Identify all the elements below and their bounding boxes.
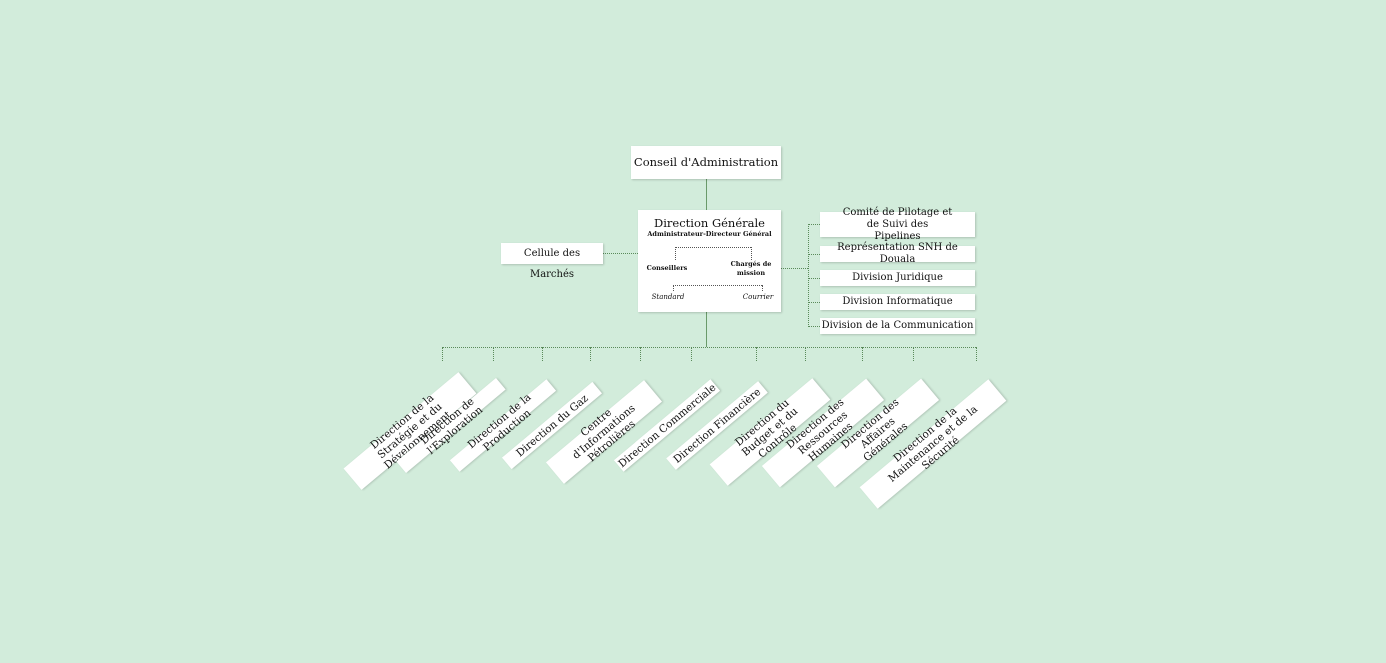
connector-division-3 (808, 278, 820, 279)
dg-inner-line-mid (673, 285, 762, 286)
cellule-des-marches-box[interactable]: Cellule des Marchés (501, 243, 603, 280)
division-box-2[interactable]: Représentation SNH de Douala (820, 242, 975, 265)
dg-inner-line-mid-left (673, 285, 674, 291)
connector-direction-drop (976, 347, 977, 361)
connector-directions-bar (442, 347, 976, 348)
dg-inner-line-right (751, 247, 752, 260)
connector-conseil-dg (706, 179, 707, 210)
conseil-box[interactable]: Conseil d'Administration (631, 146, 781, 179)
connector-division-2 (808, 254, 820, 255)
connector-direction-drop (590, 347, 591, 361)
conseil-label: Conseil d'Administration (633, 155, 779, 169)
connector-direction-drop (691, 347, 692, 361)
dg-title: Direction Générale (654, 216, 765, 230)
division-label: Représentation SNH de Douala (837, 242, 958, 265)
connector-direction-drop (493, 347, 494, 361)
division-box-3[interactable]: Division Juridique (820, 270, 975, 286)
dg-standard: Standard (651, 293, 685, 301)
dg-charges-de-mission: Chargés de mission (730, 260, 772, 277)
division-box-1[interactable]: Comité de Pilotage et de Suivi des Pipel… (820, 207, 975, 242)
connector-direction-drop (542, 347, 543, 361)
dg-subtitle: Administrateur-Directeur Général (647, 230, 772, 238)
connector-division-1 (808, 224, 820, 225)
direction-generale-box[interactable]: Direction Générale Administrateur-Direct… (638, 210, 781, 312)
connector-direction-drop (805, 347, 806, 361)
dg-inner-line-mid-right (762, 285, 763, 291)
connector-direction-drop (640, 347, 641, 361)
connector-direction-drop (756, 347, 757, 361)
division-label: Division Juridique (852, 272, 943, 283)
cellule-label: Cellule des Marchés (523, 248, 581, 280)
division-box-4[interactable]: Division Informatique (820, 294, 975, 310)
dg-conseillers: Conseillers (646, 264, 688, 272)
dg-inner-line-left (675, 247, 676, 260)
connector-direction-drop (442, 347, 443, 361)
connector-divisions-trunk (808, 224, 809, 327)
connector-dg-divisions (781, 268, 808, 269)
connector-direction-drop (862, 347, 863, 361)
dg-courrier: Courrier (742, 293, 774, 301)
dg-inner-line-top (675, 247, 751, 248)
connector-dg-directions (706, 312, 707, 347)
division-label: Division Informatique (842, 296, 953, 307)
connector-direction-drop (913, 347, 914, 361)
direction-box-cip[interactable]: Centre d'Informations Pétrolières (545, 380, 663, 484)
division-box-5[interactable]: Division de la Communication (820, 318, 975, 334)
connector-division-5 (808, 326, 820, 327)
connector-cellule-dg (603, 253, 638, 254)
connector-division-4 (808, 302, 820, 303)
division-label: Comité de Pilotage et de Suivi des Pipel… (842, 206, 953, 242)
division-label: Division de la Communication (821, 320, 974, 331)
